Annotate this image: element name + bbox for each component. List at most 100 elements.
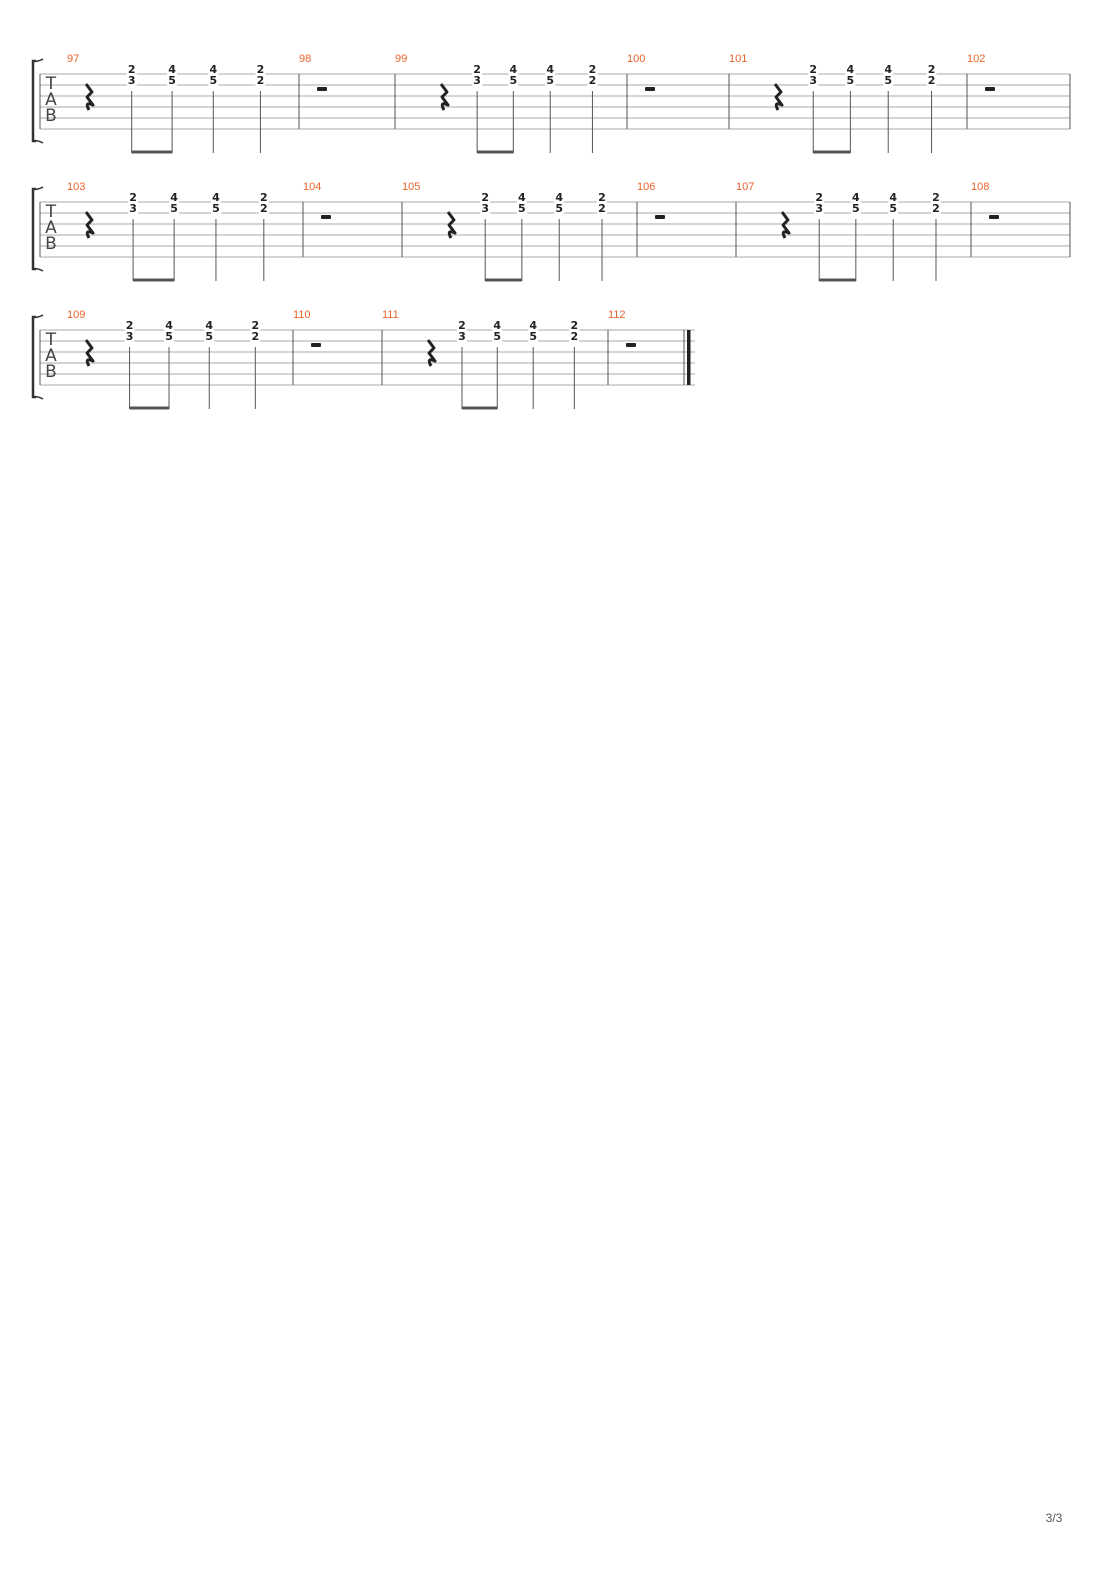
fret-background — [210, 204, 221, 214]
fret-background — [808, 65, 819, 75]
fret-number: 5 — [205, 330, 213, 343]
fret-background — [516, 204, 527, 214]
fret-number: 2 — [589, 74, 597, 87]
quarter-rest — [780, 211, 791, 239]
final-barline-thick — [687, 330, 691, 385]
measure-number: 101 — [729, 53, 747, 65]
measure-number: 99 — [395, 53, 407, 65]
quarter-rest — [84, 339, 95, 367]
fret-number: 2 — [589, 63, 597, 76]
fret-background — [492, 321, 503, 331]
fret-number: 4 — [509, 63, 517, 76]
fret-background — [926, 65, 937, 75]
fret-background — [169, 204, 180, 214]
fret-background — [208, 76, 219, 86]
fret-number: 3 — [815, 202, 823, 215]
fret-background — [883, 76, 894, 86]
fret-background — [472, 76, 483, 86]
quarter-rest — [773, 83, 784, 111]
fret-number: 5 — [509, 74, 517, 87]
whole-rest — [311, 343, 321, 347]
fret-background — [204, 332, 215, 342]
fret-number: 4 — [168, 63, 176, 76]
fret-background — [124, 332, 135, 342]
fret-background — [250, 332, 261, 342]
measure-number: 108 — [971, 181, 989, 193]
fret-background — [587, 65, 598, 75]
fret-number: 3 — [473, 74, 481, 87]
whole-rest — [985, 87, 995, 91]
fret-number: 3 — [129, 202, 137, 215]
fret-background — [814, 204, 825, 214]
fret-number: 4 — [493, 319, 501, 332]
whole-rest — [655, 215, 665, 219]
fret-number: 5 — [212, 202, 220, 215]
tab-clef-letter: B — [45, 362, 57, 382]
fret-background — [480, 204, 491, 214]
whole-rest — [989, 215, 999, 219]
fret-background — [508, 65, 519, 75]
fret-number: 2 — [126, 319, 134, 332]
tab-clef-letter: T — [45, 74, 57, 94]
tab-clef-letter: A — [45, 346, 57, 366]
fret-number: 5 — [518, 202, 526, 215]
fret-number: 2 — [257, 74, 265, 87]
measure-number: 104 — [303, 181, 321, 193]
fret-number: 5 — [168, 74, 176, 87]
fret-background — [169, 193, 180, 203]
tab-clef-letter: B — [45, 106, 57, 126]
fret-background — [508, 76, 519, 86]
fret-number: 2 — [129, 191, 137, 204]
fret-background — [128, 193, 139, 203]
fret-background — [516, 193, 527, 203]
fret-number: 4 — [852, 191, 860, 204]
fret-number: 4 — [847, 63, 855, 76]
fret-background — [883, 65, 894, 75]
whole-rest — [317, 87, 327, 91]
tab-clef-letter: T — [45, 330, 57, 350]
fret-background — [255, 76, 266, 86]
fret-background — [569, 321, 580, 331]
quarter-rest — [426, 339, 437, 367]
fret-number: 2 — [260, 202, 268, 215]
fret-number: 2 — [570, 319, 578, 332]
fret-number: 2 — [458, 319, 466, 332]
fret-number: 2 — [570, 330, 578, 343]
fret-background — [457, 321, 468, 331]
fret-background — [528, 321, 539, 331]
fret-background — [457, 332, 468, 342]
fret-number: 2 — [257, 63, 265, 76]
fret-number: 4 — [529, 319, 537, 332]
fret-background — [528, 332, 539, 342]
fret-number: 5 — [165, 330, 173, 343]
bracket-hook-top — [32, 58, 44, 63]
fret-number: 2 — [251, 330, 259, 343]
measure-number: 105 — [402, 181, 420, 193]
fret-number: 5 — [884, 74, 892, 87]
fret-number: 4 — [555, 191, 563, 204]
measure-number: 111 — [382, 309, 399, 321]
fret-number: 5 — [546, 74, 554, 87]
measure-number: 112 — [608, 309, 626, 321]
system-bracket — [31, 59, 36, 143]
fret-number: 2 — [251, 319, 259, 332]
fret-background — [930, 204, 941, 214]
measure-number: 103 — [67, 181, 85, 193]
fret-background — [167, 65, 178, 75]
fret-number: 5 — [209, 74, 217, 87]
fret-background — [128, 204, 139, 214]
fret-number: 2 — [598, 191, 606, 204]
fret-number: 4 — [170, 191, 178, 204]
fret-number: 2 — [598, 202, 606, 215]
fret-background — [492, 332, 503, 342]
fret-number: 4 — [212, 191, 220, 204]
fret-background — [888, 204, 899, 214]
bracket-hook-top — [32, 314, 44, 319]
fret-background — [587, 76, 598, 86]
fret-background — [250, 321, 261, 331]
fret-number: 3 — [809, 74, 817, 87]
fret-number: 4 — [165, 319, 173, 332]
fret-background — [164, 321, 175, 331]
